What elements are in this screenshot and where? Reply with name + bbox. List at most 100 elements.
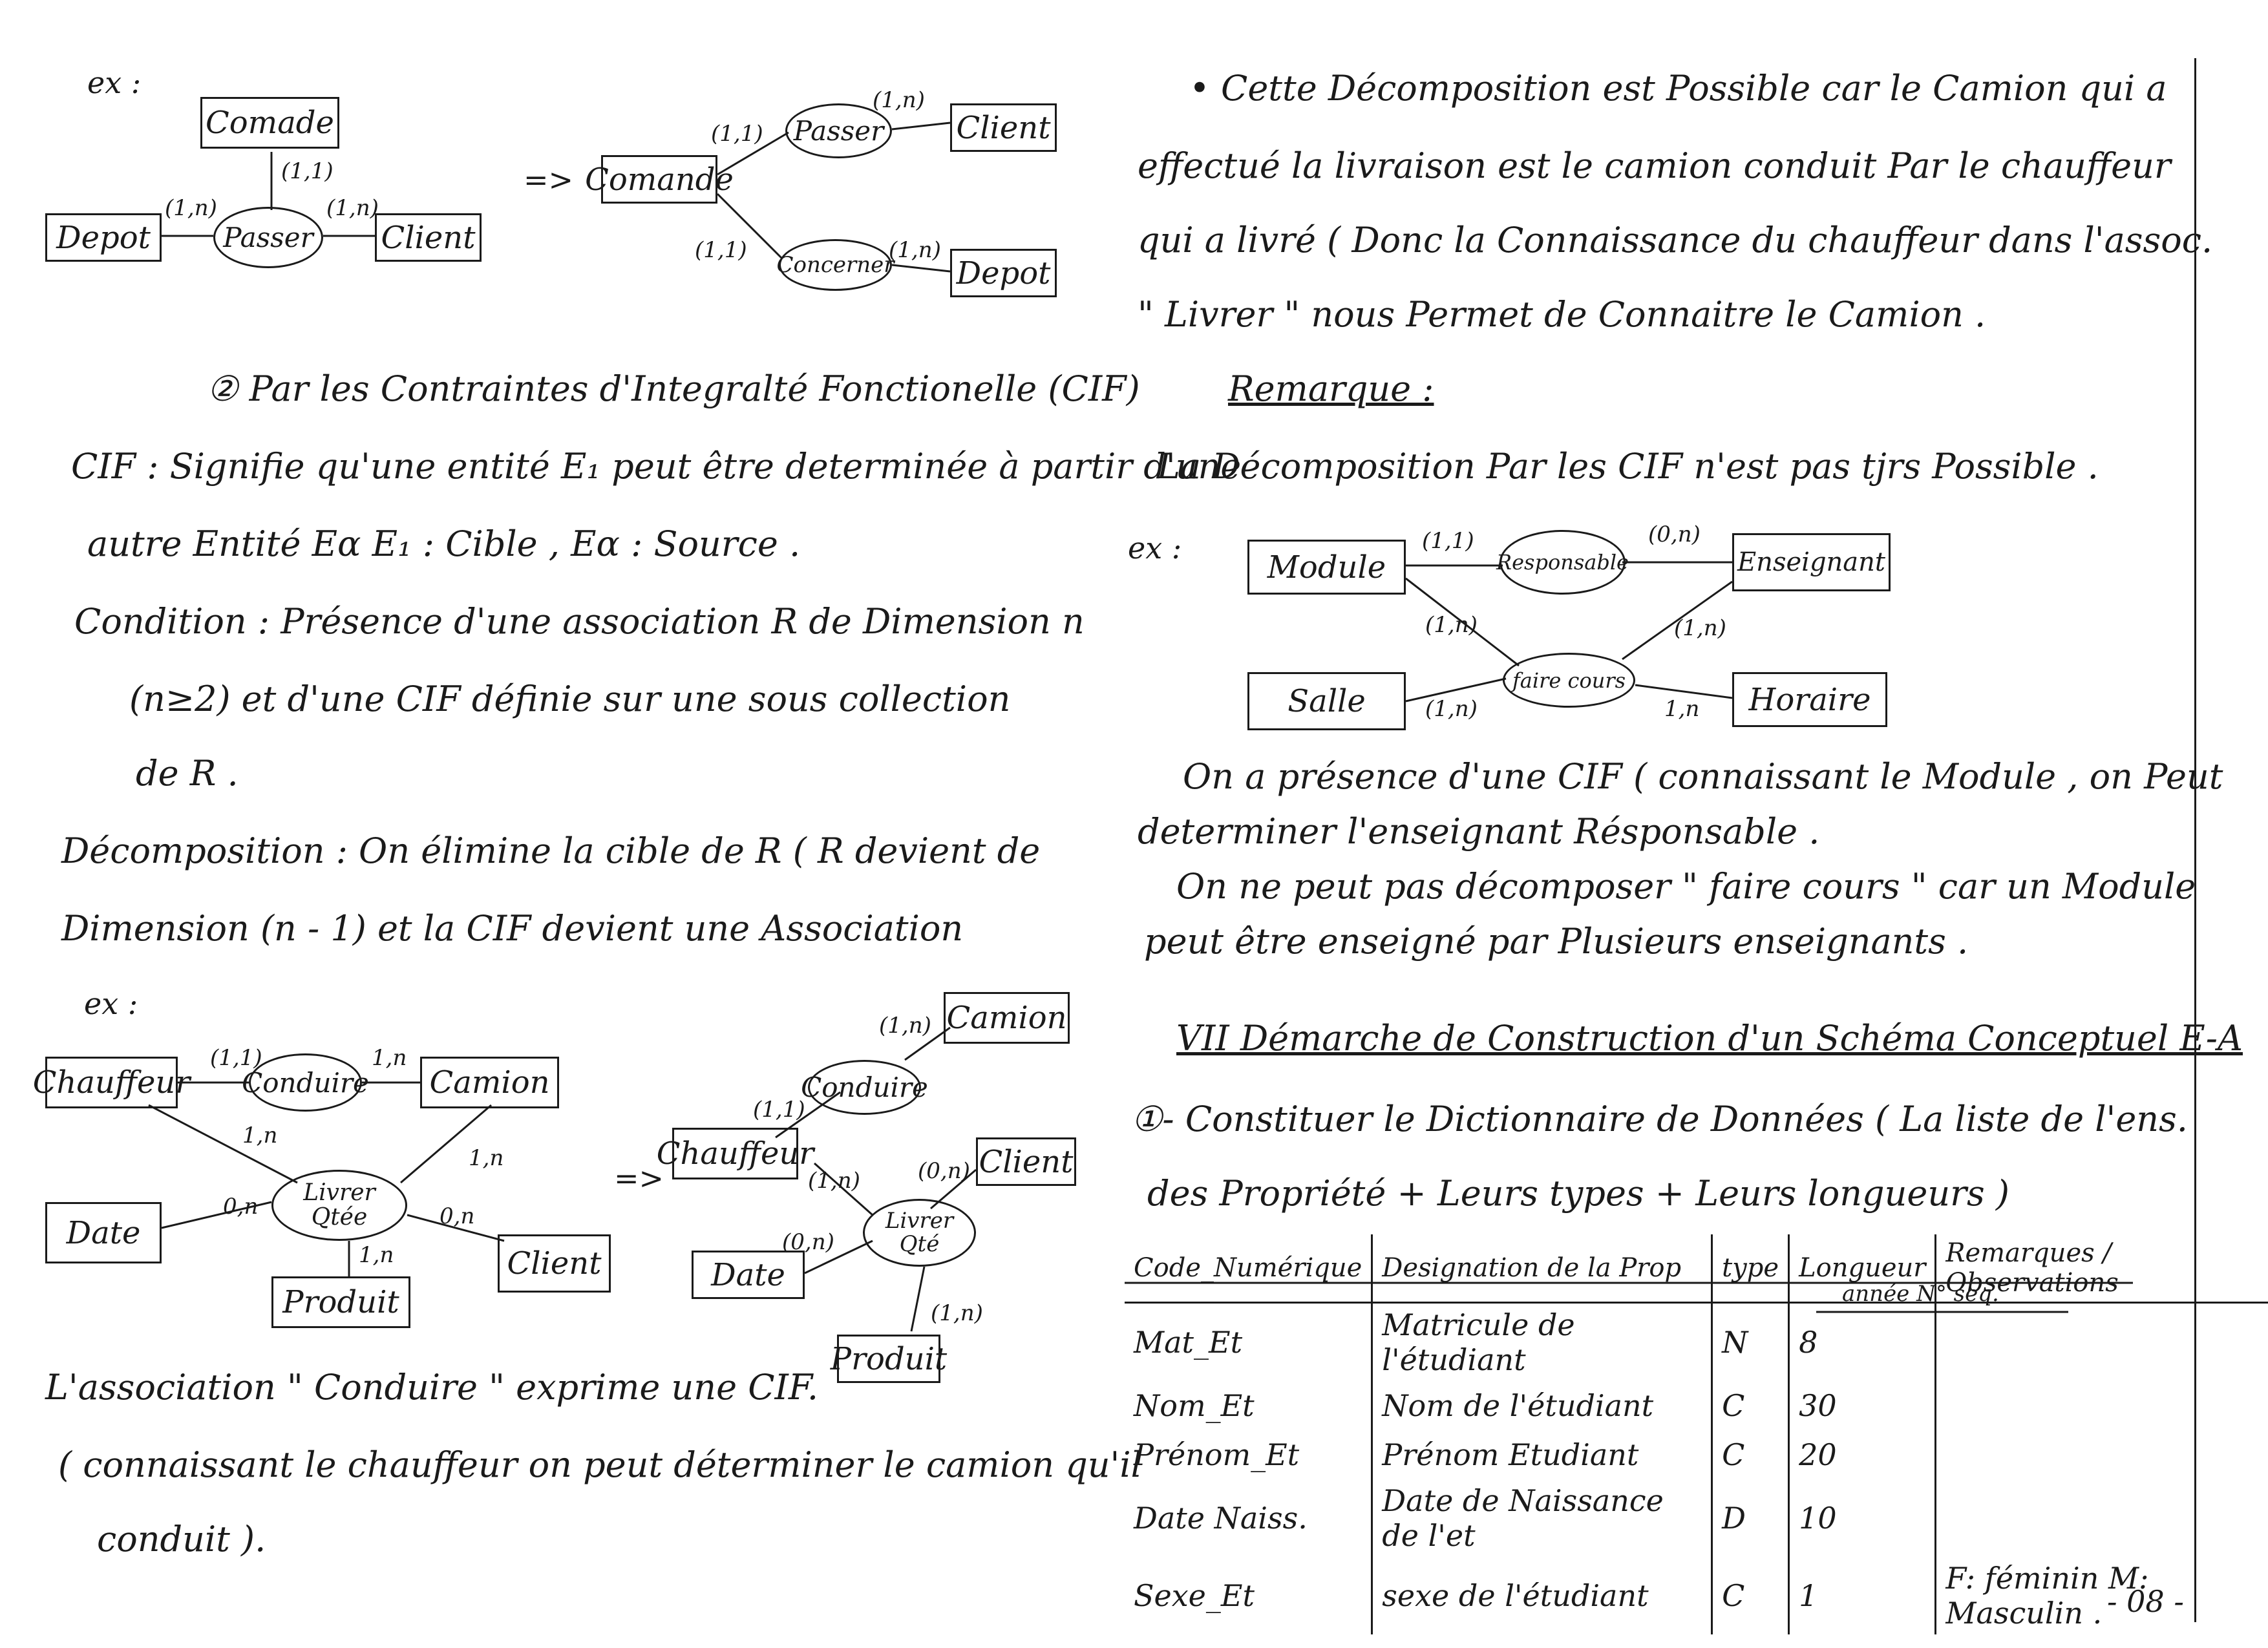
entity-client: Client (498, 1234, 611, 1293)
assoc-conduire: Conduire (801, 1060, 928, 1115)
entity-depot: Depot (45, 213, 162, 262)
card-label: (0,n) (782, 1229, 834, 1255)
text-line: • Cette Décomposition est Possible car l… (1189, 68, 2167, 109)
card-label: (1,1) (711, 121, 763, 147)
card-label: (1,1) (1422, 528, 1474, 554)
card-label: 0,n (223, 1194, 259, 1220)
card-label: (0,n) (918, 1158, 970, 1184)
table-cell: Mat_Et (1134, 1325, 1243, 1360)
column-header: type (1711, 1234, 1789, 1304)
table-cell (1934, 1381, 2268, 1430)
text-line: " Livrer " nous Permet de Connaitre le C… (1138, 294, 1986, 335)
ex1-label: ex : (87, 65, 142, 100)
entity-commande: Comande (585, 155, 734, 204)
table-cell: Nom de l'étudiant (1371, 1381, 1712, 1430)
table-cell: Date de Naissance de l'et (1371, 1479, 1712, 1557)
entity-produit: Produit (831, 1335, 947, 1383)
text-line: CIF : Signifie qu'une entité E₁ peut êtr… (71, 446, 1242, 487)
entity-camion: Camion (944, 992, 1070, 1044)
table-row: Nom_Et Nom de l'étudiant C 30 (1125, 1381, 2268, 1430)
column-header: Designation de la Prop (1371, 1234, 1712, 1304)
margin-rule (2194, 58, 2196, 1622)
arrow: => (524, 162, 574, 197)
assoc-livrer: Livrer Qté (863, 1199, 976, 1267)
card-label: (1,n) (1425, 696, 1478, 722)
table-cell: Nom_Et (1134, 1388, 1255, 1423)
text-line: L'association " Conduire " exprime une C… (45, 1367, 819, 1408)
assoc-responsable: Responsable (1496, 530, 1629, 595)
table-cell: sexe de l'étudiant (1371, 1557, 1712, 1634)
text-line: Condition : Présence d'une association R… (74, 601, 1085, 642)
card-label: 1,n (1664, 696, 1700, 722)
text-line: des Propriété + Leurs types + Leurs long… (1147, 1173, 2009, 1214)
card-label: (1,1) (753, 1097, 805, 1123)
table-cell: 8 (1788, 1302, 1936, 1381)
entity-horaire: Horaire (1732, 672, 1887, 727)
entity-produit: Produit (271, 1276, 410, 1328)
assoc-faire-cours: faire cours (1503, 653, 1635, 708)
column-header: Longueur (1788, 1234, 1936, 1304)
card-label: (1,n) (873, 87, 925, 113)
table-cell: C (1711, 1557, 1789, 1634)
text-line: La Décomposition Par les CIF n'est pas t… (1157, 446, 2099, 487)
section-title: VII Démarche de Construction d'un Schéma… (1176, 1018, 2243, 1059)
table-cell (1934, 1430, 2268, 1479)
card-label: (1,1) (281, 158, 334, 184)
text-line: qui a livré ( Donc la Connaissance du ch… (1138, 220, 2213, 260)
card-label: 1,n (242, 1123, 278, 1148)
ex3-label: ex : (1128, 531, 1182, 565)
table-cell: Sexe_Et (1134, 1578, 1255, 1613)
text-line: effectué la livraison est le camion cond… (1138, 145, 2171, 186)
entity-date: Date (692, 1251, 805, 1299)
column-header: Code_Numérique (1125, 1234, 1372, 1304)
card-label: (1,n) (879, 1013, 931, 1039)
livrer-label: Livrer (303, 1179, 376, 1207)
card-label: (1,n) (889, 237, 941, 263)
text-line: determiner l'enseignant Résponsable . (1138, 811, 1820, 852)
assoc-concerner: Concerner (776, 239, 895, 291)
text-line: ①- Constituer le Dictionnaire de Données… (1131, 1099, 2188, 1139)
table-cell: Prénom_Et (1134, 1437, 1300, 1472)
entity-client: Client (950, 103, 1057, 152)
table-header-row: Code_Numérique Designation de la Prop ty… (1125, 1234, 2268, 1304)
card-label: 1,n (469, 1145, 504, 1171)
table-cell: Date Naiss. (1134, 1501, 1308, 1536)
qte-attribute: Qté (899, 1231, 940, 1257)
remark-heading: Remarque : (1228, 368, 1434, 409)
entity-client: Client (976, 1137, 1076, 1186)
assoc-conduire: Conduire (242, 1053, 369, 1112)
entity-chauffeur: Chauffeur (33, 1057, 190, 1108)
assoc-passer: Passer (785, 103, 892, 158)
qte-attribute: Qtée (311, 1204, 368, 1231)
card-label: (1,1) (695, 237, 747, 263)
text-line: de R . (136, 753, 238, 794)
card-label: 1,n (372, 1045, 407, 1071)
text-line: Décomposition : On élimine la cible de R… (61, 830, 1041, 871)
text-line: conduit ). (97, 1519, 266, 1559)
arrow: => (614, 1161, 664, 1196)
card-label: (1,n) (1425, 612, 1478, 638)
table-row: Mat_Et Matricule de l'étudiant N 8 (1125, 1302, 2268, 1381)
entity-enseignant: Enseignant (1732, 533, 1891, 591)
table-row: Date Naiss. Date de Naissance de l'et D … (1125, 1479, 2268, 1557)
text-line: peut être enseigné par Plusieurs enseign… (1144, 921, 1969, 962)
table-cell (1934, 1302, 2268, 1381)
section-title: ② Par les Contraintes d'Integralté Fonct… (207, 368, 1140, 409)
text-line: On ne peut pas décomposer " faire cours … (1176, 866, 2196, 907)
page-number: - 08 - (2107, 1584, 2184, 1619)
table-cell: D (1711, 1479, 1789, 1557)
assoc-livrer: Livrer Qtée (271, 1170, 407, 1241)
card-label: (1,n) (165, 195, 217, 221)
table-cell: F: féminin M: Masculin . (1934, 1557, 2268, 1634)
text-line: On a présence d'une CIF ( connaissant le… (1183, 756, 2223, 797)
entity-date: Date (45, 1202, 162, 1263)
entity-salle: Salle (1247, 672, 1406, 730)
data-dictionary-table: Code_Numérique Designation de la Prop ty… (1125, 1234, 2268, 1634)
card-label: (1,n) (931, 1300, 983, 1326)
text-line: (n≥2) et d'une CIF définie sur une sous … (129, 679, 1011, 719)
ex2-label: ex : (84, 986, 138, 1021)
entity-depot: Depot (950, 249, 1057, 297)
entity-chauffeur: Chauffeur (657, 1128, 814, 1179)
card-label: 0,n (440, 1203, 475, 1229)
